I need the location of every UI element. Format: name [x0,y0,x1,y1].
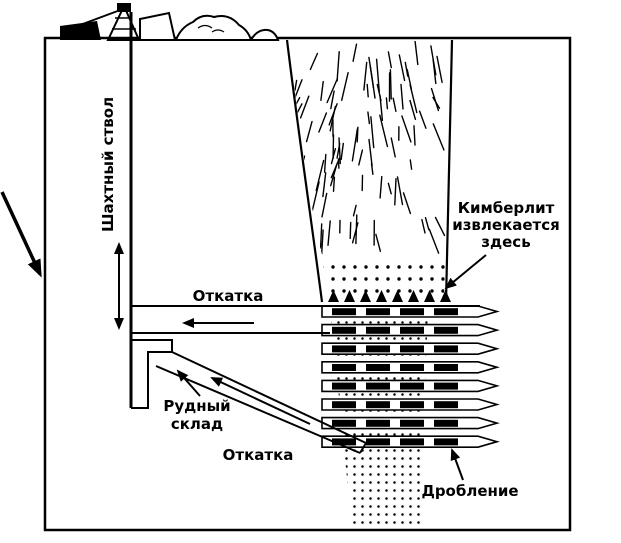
label-ore-storage-line1: Рудный [163,397,230,415]
pile-stroke [197,24,213,29]
headframe-sheave [117,3,131,12]
label-shaft: Шахтный ствол [99,97,117,232]
kimberlite-pointer-arrow [444,254,487,290]
pipe-left-wall [285,39,324,303]
label-kimberlite-line1: Кимберлит [458,199,555,217]
waste-pile-icon [174,14,253,41]
labels: Шахтный ствол Откатка Кимберлит извлекае… [99,97,560,500]
label-crushing: Дробление [421,482,518,500]
label-haulage-upper: Откатка [193,287,264,305]
waste-pile-small-icon [249,28,280,41]
mill-building-icon [139,11,177,41]
label-haulage-lower: Откатка [223,446,294,464]
surface-building-icon [60,21,101,40]
cross-section-frame [43,36,572,532]
arrows [114,242,487,481]
caved-ore-dots [323,258,445,301]
pipe-right-wall [444,39,454,303]
ore-storage-pointer-arrow [176,369,201,397]
hoist-cable [79,8,124,26]
label-kimberlite-line3: здесь [481,233,530,251]
kimberlite-pipe [285,39,454,303]
label-ore-storage-line2: склад [171,415,223,433]
incline-floor [155,365,361,454]
mine-workings [129,12,480,454]
drawpoint-triangles [328,290,451,302]
label-kimberlite-line2: извлекается [452,216,560,234]
external-pointer-arrow [0,191,42,278]
incline-foot-cap [359,442,367,454]
incline-roof [171,351,367,444]
ore-storage-bin [131,339,173,409]
crushing-pointer-arrow [450,448,464,481]
surface-structures [60,3,280,41]
extraction-tunnel-rows [321,305,500,448]
incline-direction-arrow [210,377,311,425]
pile-stroke [211,29,225,33]
